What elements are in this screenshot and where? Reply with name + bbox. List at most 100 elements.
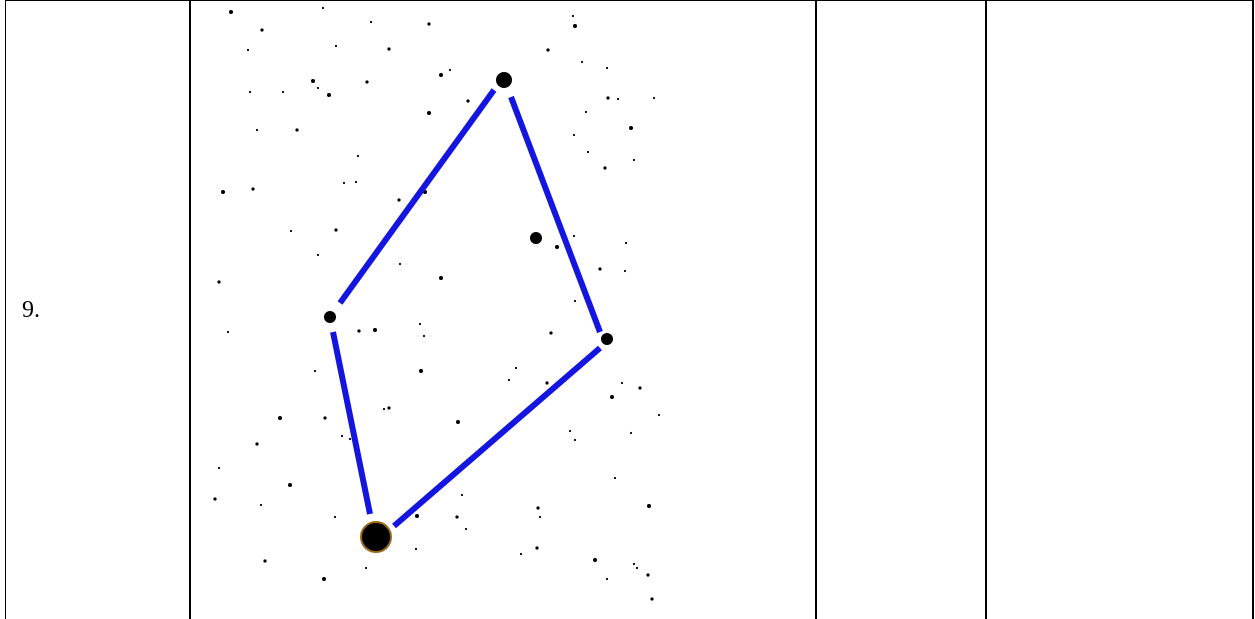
star-right: [601, 333, 613, 345]
background-star: [323, 416, 326, 419]
background-star: [317, 254, 319, 256]
background-star: [617, 98, 619, 100]
background-star: [334, 228, 337, 231]
background-star: [387, 47, 390, 50]
background-star: [614, 477, 616, 479]
background-star: [569, 430, 571, 432]
background-star: [539, 516, 541, 518]
star-bottom: [361, 522, 391, 552]
star-top: [496, 72, 512, 88]
star-center: [530, 232, 542, 244]
background-star: [419, 369, 423, 373]
background-star: [349, 438, 351, 440]
background-star: [263, 559, 266, 562]
background-star: [633, 563, 635, 565]
background-star: [555, 245, 559, 249]
background-star: [370, 21, 372, 23]
background-star: [317, 87, 319, 89]
background-star: [213, 497, 216, 500]
background-star: [545, 381, 548, 384]
background-star: [621, 382, 623, 384]
background-star: [581, 61, 583, 63]
background-star: [624, 270, 626, 272]
background-star: [646, 573, 649, 576]
background-star: [598, 267, 601, 270]
background-star: [335, 45, 337, 47]
background-star: [357, 329, 360, 332]
background-star: [606, 96, 609, 99]
background-star: [260, 504, 262, 506]
background-star: [282, 91, 284, 93]
background-star: [633, 159, 635, 161]
background-star: [629, 126, 633, 130]
background-star: [218, 467, 220, 469]
background-star: [343, 182, 345, 184]
background-star: [365, 567, 367, 569]
background-star: [536, 506, 539, 509]
background-star: [427, 111, 431, 115]
background-star: [341, 435, 343, 437]
star-left: [324, 311, 336, 323]
background-star: [638, 386, 641, 389]
background-star: [249, 91, 251, 93]
background-star: [606, 578, 608, 580]
background-star: [397, 198, 400, 201]
background-star: [311, 79, 315, 83]
background-star: [227, 331, 229, 333]
constellation-diagram: [193, 2, 661, 619]
background-star: [653, 97, 655, 99]
background-star: [260, 28, 263, 31]
background-star: [585, 111, 587, 113]
background-star: [217, 280, 220, 283]
background-star: [593, 558, 597, 562]
background-star: [355, 181, 357, 183]
background-star: [322, 577, 326, 581]
table-right-border: [1252, 0, 1254, 619]
background-star: [255, 442, 258, 445]
background-star: [415, 514, 419, 518]
background-star: [455, 515, 458, 518]
background-star: [573, 134, 575, 136]
background-star: [251, 187, 254, 190]
background-star: [456, 420, 460, 424]
background-star: [387, 406, 390, 409]
row-number: 9.: [22, 297, 40, 324]
background-star: [288, 483, 292, 487]
background-star: [256, 129, 258, 131]
background-star: [520, 553, 522, 555]
background-star: [314, 370, 316, 372]
table-left-border: [5, 0, 6, 619]
background-star: [322, 7, 324, 9]
background-star: [357, 155, 359, 157]
background-star: [574, 300, 576, 302]
background-star: [647, 504, 651, 508]
background-star: [278, 416, 282, 420]
background-star: [606, 67, 608, 69]
background-star: [466, 99, 469, 102]
background-star: [439, 276, 443, 280]
background-star: [574, 439, 576, 441]
background-star: [415, 548, 417, 550]
background-star: [449, 69, 451, 71]
background-star: [573, 235, 575, 237]
background-star: [334, 516, 336, 518]
background-star: [221, 190, 225, 194]
background-star: [427, 22, 430, 25]
background-star: [439, 73, 443, 77]
background-star: [365, 80, 368, 83]
background-star: [572, 15, 574, 17]
table-column-divider-2: [815, 0, 817, 619]
background-star: [383, 408, 385, 410]
table-column-divider-1: [189, 0, 191, 619]
background-star: [650, 597, 653, 600]
background-star: [290, 230, 292, 232]
background-star: [229, 10, 233, 14]
background-star: [419, 323, 421, 325]
background-star: [625, 242, 627, 244]
background-star: [603, 166, 606, 169]
background-star: [610, 395, 614, 399]
table-top-border: [5, 0, 1254, 1]
background-star: [549, 331, 552, 334]
background-star: [399, 263, 401, 265]
